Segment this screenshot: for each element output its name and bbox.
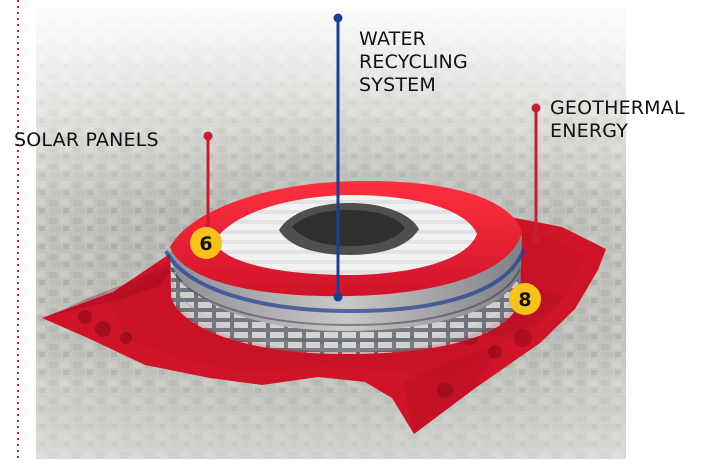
water-callout-top-dot bbox=[333, 13, 343, 23]
geothermal-callout-bottom-dot bbox=[531, 233, 541, 243]
geothermal-energy-label: GEOTHERMAL ENERGY bbox=[550, 97, 685, 142]
geothermal-number-badge: 8 bbox=[509, 283, 541, 315]
solar-callout-top-dot bbox=[203, 131, 213, 141]
geothermal-badge-circle bbox=[509, 283, 541, 315]
water-callout-bottom-dot bbox=[333, 292, 343, 302]
water-recycling-label: WATER RECYCLING SYSTEM bbox=[359, 28, 468, 96]
geothermal-badge-number: 8 bbox=[518, 289, 531, 311]
geothermal-callout-top-dot bbox=[531, 103, 541, 113]
solar-number-badge: 6 bbox=[190, 227, 222, 259]
solar-badge-circle bbox=[190, 227, 222, 259]
solar-badge-number: 6 bbox=[199, 233, 212, 255]
solar-panels-label: SOLAR PANELS bbox=[14, 129, 159, 151]
stadium-building bbox=[164, 180, 526, 355]
callout-lines bbox=[203, 13, 541, 302]
